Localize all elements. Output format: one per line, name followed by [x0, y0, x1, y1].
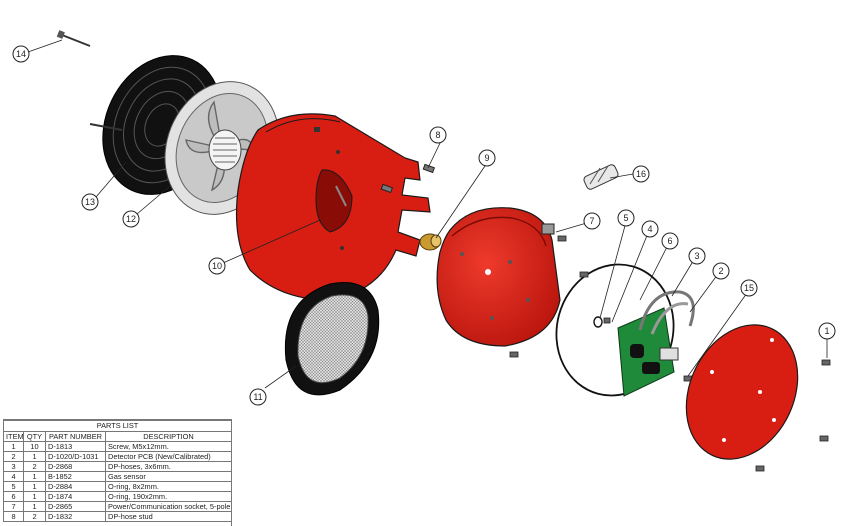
svg-text:3: 3: [694, 251, 699, 261]
svg-text:15: 15: [744, 283, 754, 293]
header-part-number: PART NUMBER: [45, 431, 106, 442]
svg-text:2: 2: [718, 266, 723, 276]
callout-7: 7: [583, 212, 601, 230]
header-qty: QTY: [23, 431, 46, 442]
parts-list-title: PARTS LIST: [3, 420, 231, 432]
leader-lines: [27, 39, 828, 389]
callout-5: 5: [617, 209, 635, 227]
callout-2: 2: [712, 262, 730, 280]
back-plate-part: [685, 324, 799, 460]
svg-text:9: 9: [484, 153, 489, 163]
callout-11: 11: [249, 388, 267, 406]
callout-1: 1: [818, 322, 836, 340]
svg-text:16: 16: [636, 169, 646, 179]
o-ring-small-part: [593, 316, 603, 328]
mesh-filter-part: [284, 282, 380, 396]
header-description: DESCRIPTION: [105, 431, 231, 442]
o-ring-large-part: [555, 263, 675, 397]
svg-text:8: 8: [435, 130, 440, 140]
svg-text:11: 11: [253, 392, 262, 402]
callout-9: 9: [478, 149, 496, 167]
svg-text:12: 12: [126, 214, 136, 224]
callout-14: 14: [12, 45, 30, 63]
detector-pcb-part: [617, 290, 695, 397]
callout-3: 3: [688, 247, 706, 265]
svg-text:6: 6: [667, 236, 672, 246]
gas-sensor-part: [419, 233, 442, 251]
svg-text:4: 4: [647, 224, 652, 234]
svg-text:5: 5: [623, 213, 628, 223]
callout-12: 12: [122, 210, 140, 228]
svg-text:14: 14: [16, 49, 26, 59]
housing-cylinder-part: [235, 113, 431, 301]
dp-hose-stud-part: [380, 163, 436, 194]
svg-text:13: 13: [85, 197, 95, 207]
connector-plug-part: [583, 164, 619, 190]
callout-10: 10: [208, 257, 226, 275]
callout-4: 4: [641, 220, 659, 238]
callout-15: 15: [740, 279, 758, 297]
parts-list-table: PARTS LIST ITEM QTY PART NUMBER DESCRIPT…: [3, 419, 232, 526]
front-cup-part: [436, 207, 561, 347]
screw-long-part: [56, 30, 91, 47]
callout-balloons: 14 13 12 10 8 9 7 16 5 4 6 3 2 15 1 11: [12, 45, 836, 406]
callout-13: 13: [81, 193, 99, 211]
svg-text:7: 7: [589, 216, 594, 226]
svg-text:1: 1: [824, 326, 829, 336]
screws-part: [509, 235, 831, 472]
callout-16: 16: [632, 165, 650, 183]
callout-6: 6: [661, 232, 679, 250]
svg-text:10: 10: [212, 261, 222, 271]
callout-8: 8: [429, 126, 447, 144]
header-item: ITEM: [3, 431, 24, 442]
